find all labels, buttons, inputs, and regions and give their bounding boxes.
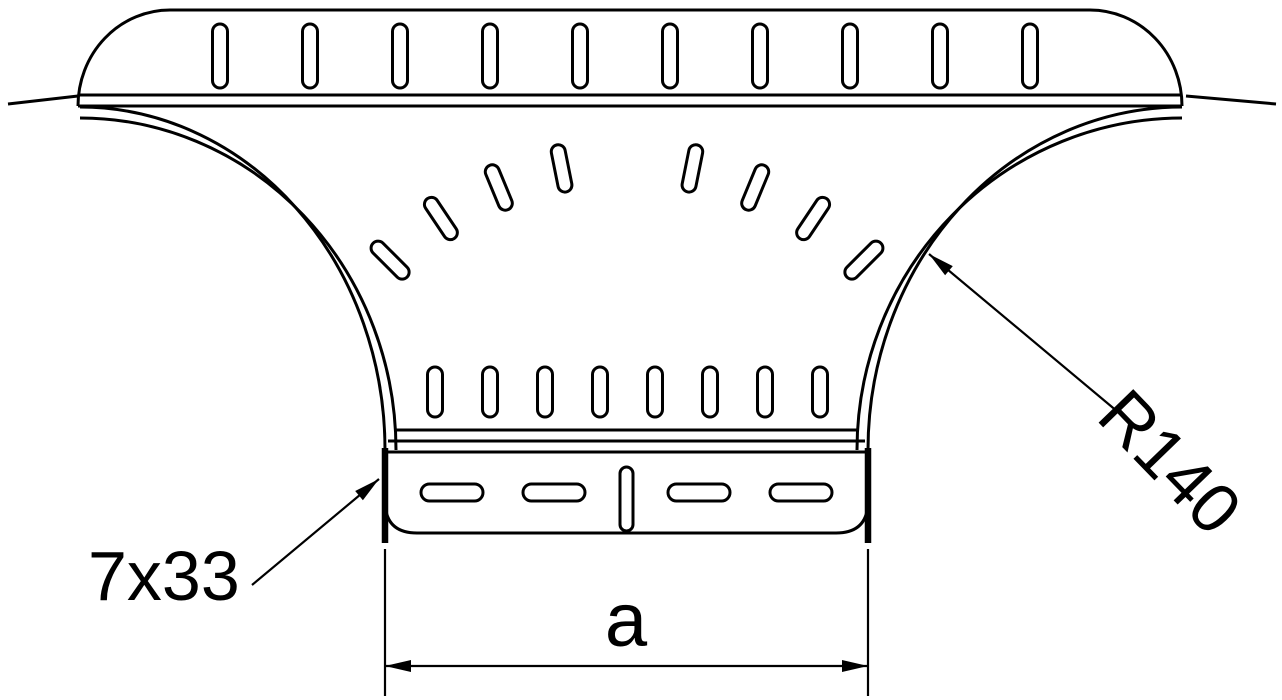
transition-curves bbox=[79, 105, 1183, 451]
tray-continuation-right bbox=[1185, 94, 1277, 106]
flange-plate-outline bbox=[383, 452, 870, 535]
branch-slots bbox=[426, 365, 829, 419]
right-transition-curve-inner bbox=[855, 116, 1183, 451]
perforation-slot bbox=[481, 22, 499, 90]
radial-slot bbox=[549, 143, 574, 194]
perforation-slot bbox=[536, 365, 554, 419]
label-slot-size: 7x33 bbox=[88, 537, 240, 615]
flange-slot-horizontal bbox=[521, 482, 587, 503]
perforation-slot bbox=[391, 22, 409, 90]
perforation-slot bbox=[756, 365, 774, 419]
arc-slots bbox=[369, 143, 885, 281]
flange-slot-horizontal bbox=[666, 482, 732, 503]
perforation-slot bbox=[841, 22, 859, 90]
top-tray bbox=[7, 8, 1277, 108]
tray-continuation-left bbox=[7, 94, 79, 106]
radial-slot bbox=[369, 239, 411, 281]
radial-slot bbox=[795, 195, 832, 242]
radial-slot bbox=[680, 143, 705, 194]
radial-slot bbox=[483, 163, 514, 212]
perforation-slot bbox=[751, 22, 769, 90]
dimension-label-a: a bbox=[605, 578, 648, 663]
perforation-slot bbox=[661, 22, 679, 90]
radial-slot bbox=[422, 195, 459, 242]
radial-slot bbox=[843, 239, 885, 281]
perforation-slot bbox=[701, 365, 719, 419]
perforation-slot bbox=[591, 365, 609, 419]
flange-slot-vertical-center bbox=[618, 465, 635, 533]
leader-line-r140 bbox=[928, 253, 1119, 413]
perforation-slot bbox=[811, 365, 829, 419]
flange-slots bbox=[419, 465, 834, 533]
radial-slot bbox=[740, 163, 771, 212]
perforation-slot bbox=[211, 22, 229, 90]
perforation-slot bbox=[931, 22, 949, 90]
flange-slot-horizontal bbox=[768, 482, 834, 503]
leader-line-7x33 bbox=[251, 478, 380, 586]
label-radius: R140 bbox=[1084, 375, 1256, 550]
callout-slot-size: 7x33 bbox=[88, 478, 380, 615]
perforation-slot bbox=[426, 365, 444, 419]
flange-slot-horizontal bbox=[419, 482, 485, 503]
left-transition-curve-inner bbox=[79, 116, 398, 451]
dimension-a: a bbox=[383, 549, 870, 696]
perforation-slot bbox=[571, 22, 589, 90]
perforation-slot bbox=[646, 365, 664, 419]
end-flange bbox=[381, 428, 872, 543]
top-flange-slots bbox=[211, 22, 1039, 90]
perforation-slot bbox=[301, 22, 319, 90]
perforation-slot bbox=[1021, 22, 1039, 90]
callout-radius: R140 bbox=[928, 253, 1256, 550]
perforation-slot bbox=[481, 365, 499, 419]
top-tray-outline bbox=[76, 8, 1184, 107]
